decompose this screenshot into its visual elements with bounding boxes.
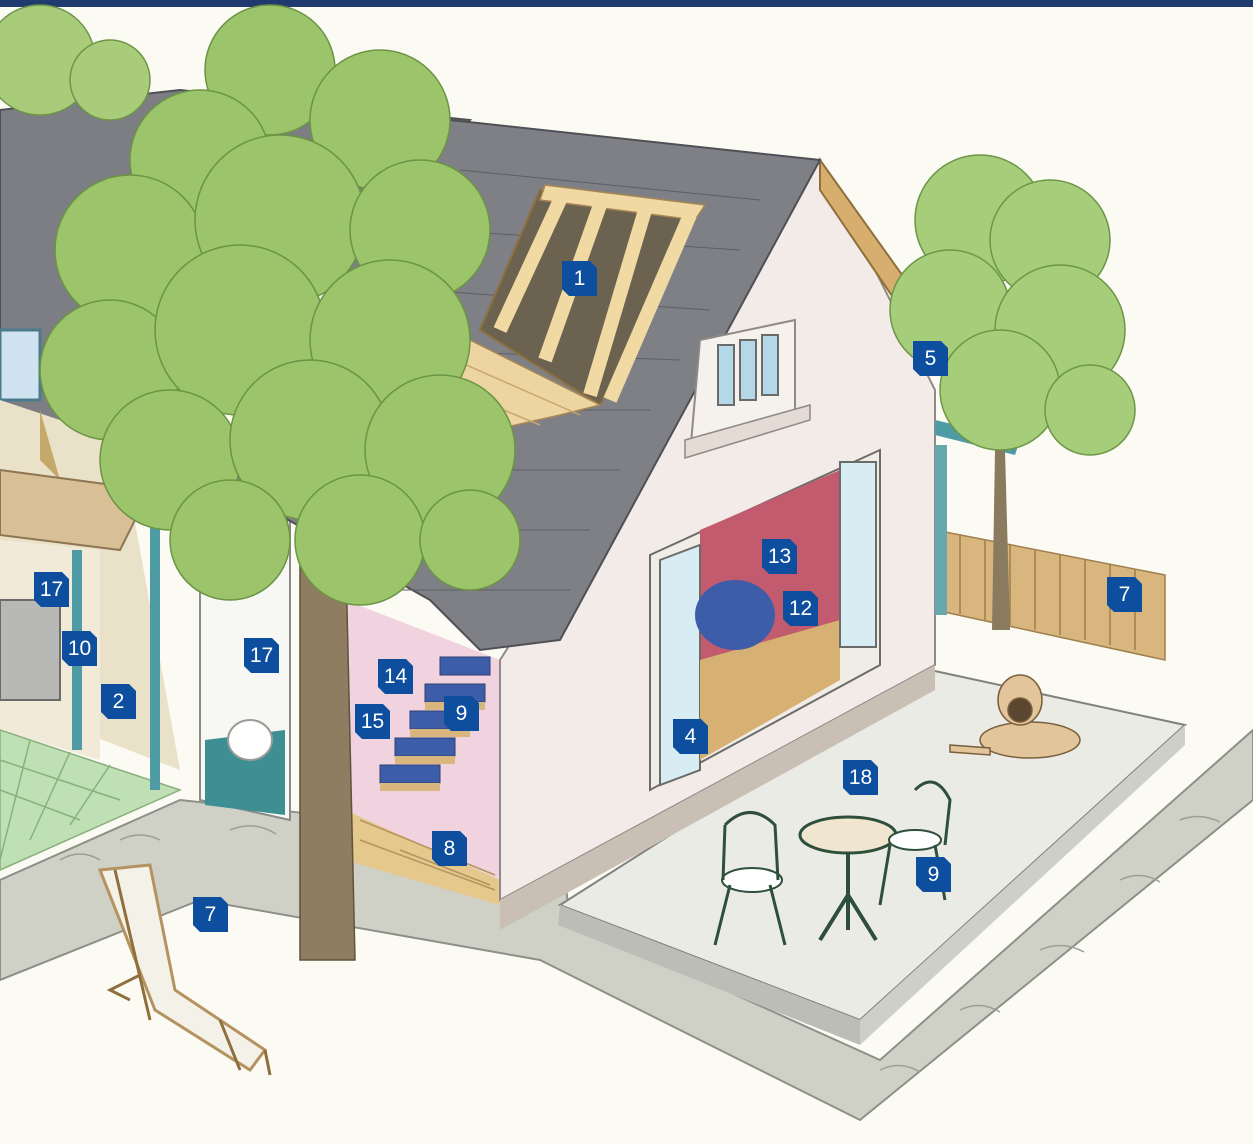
marker-2-wall[interactable]: 2 <box>101 684 136 719</box>
marker-9-staircase[interactable]: 9 <box>444 696 479 731</box>
marker-14-staircase[interactable]: 14 <box>378 659 413 694</box>
marker-7-lounge-chair[interactable]: 7 <box>193 897 228 932</box>
marker-17-bathroom[interactable]: 17 <box>244 638 279 673</box>
marker-17-kitchen[interactable]: 17 <box>34 572 69 607</box>
marker-5-gable-trim[interactable]: 5 <box>913 341 948 376</box>
marker-15-staircase[interactable]: 15 <box>355 704 390 739</box>
marker-13-living-room[interactable]: 13 <box>762 539 797 574</box>
marker-18-patio[interactable]: 18 <box>843 760 878 795</box>
marker-4-sliding-door[interactable]: 4 <box>673 719 708 754</box>
marker-7-fence[interactable]: 7 <box>1107 577 1142 612</box>
marker-12-living-room[interactable]: 12 <box>783 591 818 626</box>
marker-8-floor[interactable]: 8 <box>432 831 467 866</box>
marker-10-kitchen[interactable]: 10 <box>62 631 97 666</box>
marker-9-patio-furniture[interactable]: 9 <box>916 857 951 892</box>
marker-1-roof-framing[interactable]: 1 <box>562 261 597 296</box>
